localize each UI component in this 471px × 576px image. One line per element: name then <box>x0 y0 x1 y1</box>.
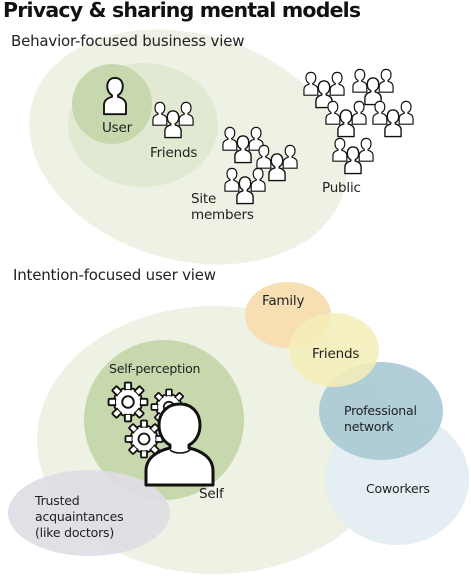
diagram-title: Privacy & sharing mental models <box>3 0 361 22</box>
gear-icon <box>107 381 149 423</box>
person-group-icon <box>353 69 393 104</box>
user-label: User <box>102 120 132 136</box>
trusted-acquaintances-label-line2: acquaintances <box>35 509 124 524</box>
professional-network-label-line2: network <box>344 419 394 434</box>
trusted-acquaintances-label-line1: Trusted <box>35 493 80 508</box>
trusted-acquaintances-label-line3: (like doctors) <box>35 525 115 540</box>
friends-user-region <box>289 313 379 387</box>
self-perception-label: Self-perception <box>109 361 201 376</box>
business-view-heading: Behavior-focused business view <box>11 32 245 50</box>
professional-network-region <box>319 362 443 460</box>
person-group-icon <box>373 101 413 136</box>
professional-network-label-line1: Professional <box>344 403 417 418</box>
site-members-label-line1: Site <box>191 191 217 207</box>
trusted-acquaintances-region <box>8 470 170 556</box>
public-label: Public <box>322 180 361 196</box>
user-view-heading: Intention-focused user view <box>13 266 216 284</box>
self-label: Self <box>199 486 224 502</box>
friends-user-label: Friends <box>312 346 360 362</box>
friends-label: Friends <box>150 145 198 161</box>
self-person-icon <box>144 402 215 487</box>
coworkers-label: Coworkers <box>366 481 430 496</box>
site-members-label-line2: members <box>191 207 254 223</box>
family-label: Family <box>262 293 305 309</box>
